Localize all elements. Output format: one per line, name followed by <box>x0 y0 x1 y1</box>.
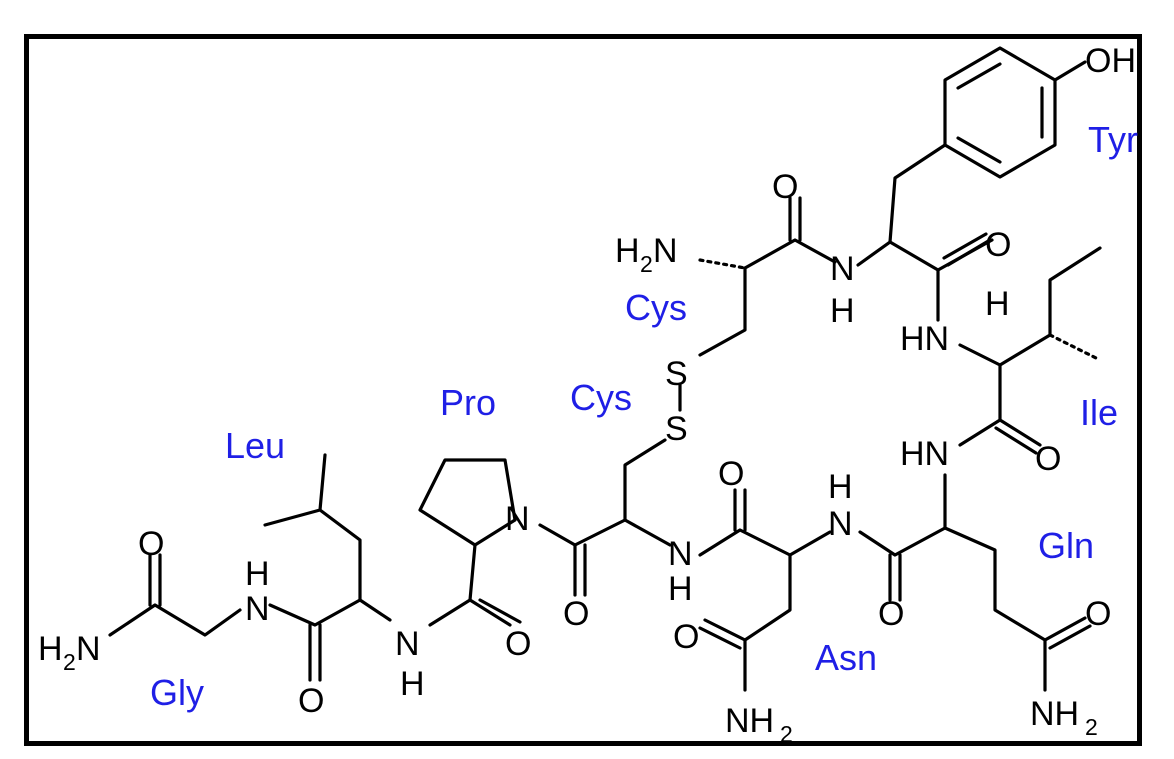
leu-backbone <box>268 598 392 627</box>
h2n-top-h: H <box>615 232 640 270</box>
tyr-backbone-2 <box>888 238 994 272</box>
o-ile: O <box>1035 440 1061 478</box>
s-top: S <box>665 355 688 393</box>
o-gln: O <box>878 595 904 633</box>
n-pro: N <box>505 500 530 538</box>
ile-side <box>998 246 1102 367</box>
tyr-oh-bond <box>1053 60 1087 82</box>
n-asn: N <box>828 505 853 543</box>
nh2-asn-main: NH <box>725 702 774 740</box>
residue-ile: Ile <box>1080 392 1118 433</box>
gln-co <box>888 553 902 602</box>
nh2-gln-sub: 2 <box>1085 714 1098 740</box>
n-cys6: N <box>668 535 693 573</box>
asn-backbone <box>698 528 832 557</box>
gln-backbone <box>858 473 947 557</box>
o-gln-side: O <box>1085 595 1111 633</box>
pro-carbonyl <box>468 543 522 627</box>
asn-side <box>743 553 792 692</box>
cys6-backbone <box>538 518 627 547</box>
gln-side-co <box>1043 616 1092 650</box>
pro-ring <box>418 458 517 547</box>
asn-side-co <box>698 618 747 650</box>
hn-gln: HN <box>900 435 949 473</box>
cys1-ch2 <box>698 266 747 357</box>
h-tyr: H <box>830 292 855 330</box>
leu-co <box>308 623 322 682</box>
n-gly: N <box>245 590 270 628</box>
o-tyr: O <box>985 226 1011 264</box>
s-bottom: S <box>665 410 688 448</box>
pro-n-c <box>428 598 472 627</box>
residue-leu: Leu <box>225 425 285 466</box>
h2n-left-h: H <box>38 630 63 668</box>
h2n-top-sub: 2 <box>640 251 653 277</box>
tyr-backbone <box>856 240 892 267</box>
h-pro-leu: H <box>400 665 425 703</box>
residue-tyr: Tyr <box>1088 119 1138 160</box>
tyr-ring-inner <box>956 62 1044 164</box>
residue-cys-bottom: Cys <box>570 377 632 418</box>
cys6-nh <box>623 518 672 547</box>
nh2-asn-sub: 2 <box>780 721 793 747</box>
o-cys1: O <box>772 168 798 206</box>
o-asn: O <box>718 455 744 493</box>
residue-labels: Tyr Cys Cys Ile Pro Leu Gln Asn Gly <box>150 119 1138 713</box>
residue-gln: Gln <box>1038 525 1094 566</box>
residue-pro: Pro <box>440 382 496 423</box>
cys1-backbone <box>743 238 837 270</box>
bonds <box>108 46 1102 692</box>
ile-methyl <box>1048 333 1102 362</box>
gly-co <box>148 553 162 607</box>
cys1-nh2 <box>698 258 747 270</box>
h2n-top-n: N <box>653 232 678 270</box>
h-ile: H <box>985 285 1010 323</box>
atom-labels: OH H 2 N O N H O H HN S S HN O O H N N N… <box>38 42 1136 747</box>
n-pro-leu: N <box>395 625 420 663</box>
gly-backbone <box>108 603 242 637</box>
o-leu: O <box>298 682 324 720</box>
oh-label: OH <box>1085 42 1136 80</box>
h2n-left-n: N <box>76 630 101 668</box>
ile-backbone <box>958 343 1002 447</box>
h-cys6: H <box>668 570 693 608</box>
cys6-co <box>573 543 587 597</box>
gln-side <box>943 526 1047 692</box>
h-gly: H <box>245 555 270 593</box>
residue-asn: Asn <box>815 637 877 678</box>
cys6-ch2 <box>623 438 667 522</box>
tyr-ch2 <box>888 143 947 244</box>
o-gly: O <box>138 525 164 563</box>
hn-ile: HN <box>900 320 949 358</box>
o-asn-side: O <box>673 618 699 656</box>
tyr-co-double <box>942 232 992 267</box>
tyr-ring <box>943 46 1057 179</box>
o-pro: O <box>505 625 531 663</box>
ile-co <box>994 418 1042 455</box>
o-cys6: O <box>563 595 589 633</box>
residue-cys-top: Cys <box>625 287 687 328</box>
n-tyr: N <box>830 250 855 288</box>
h2n-left-sub: 2 <box>63 649 76 675</box>
nh2-gln-main: NH <box>1030 695 1079 733</box>
h-asn: H <box>828 468 853 506</box>
leu-side <box>263 453 362 602</box>
residue-gly: Gly <box>150 672 204 713</box>
asn-co <box>733 488 747 532</box>
